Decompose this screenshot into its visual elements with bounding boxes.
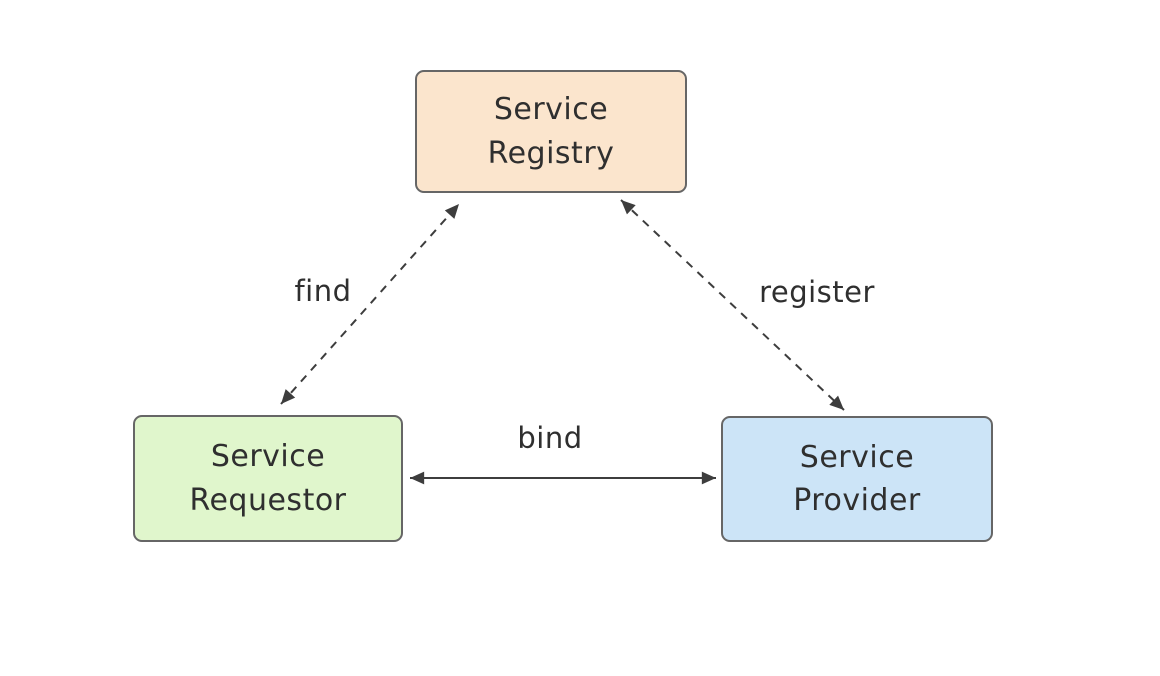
edge-label-bind: bind	[517, 421, 583, 455]
node-service-registry: Service Registry	[415, 70, 687, 193]
node-service-provider: Service Provider	[721, 416, 993, 542]
edge-label-register: register	[759, 275, 875, 309]
node-service-requestor: Service Requestor	[133, 415, 403, 542]
edge-label-find: find	[294, 274, 352, 308]
